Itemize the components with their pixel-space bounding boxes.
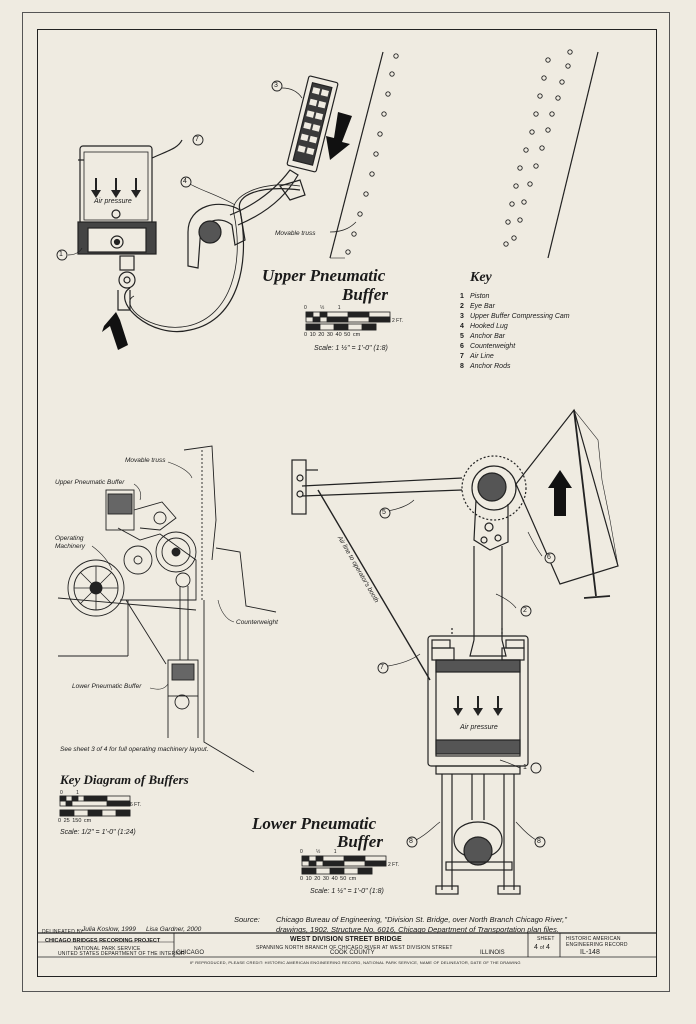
- source-line1: Chicago Bureau of Engineering, "Division…: [276, 915, 567, 924]
- callout-7-lower: 7: [380, 664, 384, 671]
- lower-scale-cm: 0 10 20 30 40 50 cm: [300, 876, 357, 882]
- upper-title-line2: Buffer: [342, 285, 388, 304]
- kd-scale-cm: 0 25 150 cm: [58, 818, 92, 824]
- lower-air-pressure-label: Air pressure: [460, 724, 498, 731]
- haer-label: HISTORIC AMERICAN ENGINEERING RECORD: [566, 936, 628, 948]
- lower-title-line2: Buffer: [337, 832, 383, 851]
- kd-upper-buffer-label: Upper Pneumatic Buffer: [55, 479, 125, 486]
- kd-scale-ft: 6 FT.: [130, 802, 142, 808]
- county: COOK COUNTY: [330, 950, 375, 956]
- upper-scale-tick-2: 1: [337, 305, 341, 311]
- callout-4: 4: [183, 178, 187, 185]
- upper-scale-cm: 0 10 20 30 40 50 cm: [304, 332, 361, 338]
- callout-6: 6: [547, 554, 551, 561]
- upper-scale-tick-0: 0: [304, 305, 307, 311]
- haer-number: IL-148: [580, 949, 600, 956]
- down-arrow-icon: [326, 112, 352, 160]
- kd-operating-machinery-label: Operating Machinery: [55, 535, 85, 550]
- key-scale-bar: [59, 795, 131, 817]
- key-title: Key: [470, 270, 492, 285]
- callout-3: 3: [274, 82, 278, 89]
- sheet-total: 4: [545, 944, 550, 951]
- kd-scale-tick-0: 0: [60, 790, 63, 796]
- delineated-by-label: DELINEATED BY:: [42, 929, 85, 935]
- kd-movable-truss-label: Movable truss: [125, 457, 166, 464]
- callout-8-left: 8: [409, 838, 413, 845]
- delineator-2: Lisa Gardner, 2000: [146, 926, 202, 933]
- kd-counterweight-label: Counterweight: [236, 619, 278, 626]
- callout-8-right: 8: [537, 838, 541, 845]
- kd-lower-buffer-label: Lower Pneumatic Buffer: [72, 683, 142, 690]
- upper-movable-truss-label: Movable truss: [275, 230, 316, 237]
- kd-scale-text: Scale: 1/2" = 1'-0" (1:24): [60, 829, 136, 836]
- callout-1-upper: 1: [59, 251, 63, 258]
- lower-scale-tick-0: 0: [300, 849, 303, 855]
- upper-scale-text: Scale: 1 ½" = 1'-0" (1:8): [314, 345, 388, 352]
- bridge-sub: SPANNING NORTH BRANCH OF CHICAGO RIVER A…: [256, 945, 453, 951]
- delineator-1: Julia Koslow, 1999: [82, 926, 136, 933]
- lower-scale-ticks: 0 ½ 1: [300, 849, 337, 855]
- upper-buffer-drawing: [67, 49, 599, 333]
- drawing-border: [37, 29, 657, 977]
- state: ILLINOIS: [480, 950, 505, 956]
- agency-2: UNITED STATES DEPARTMENT OF THE INTERIOR: [58, 951, 185, 957]
- sheet-of: of: [539, 945, 545, 951]
- callout-1-lower: 1: [523, 764, 527, 771]
- callout-2: 2: [523, 607, 527, 614]
- sheet-number: 4 of 4: [534, 944, 550, 951]
- kd-scale-tick-1: 1: [76, 790, 79, 796]
- key-diagram-title: Key Diagram of Buffers: [60, 772, 189, 787]
- upper-air-pressure-label: Air pressure: [94, 198, 132, 205]
- callout-5: 5: [382, 509, 386, 516]
- lower-scale-tick-2: 1: [333, 849, 337, 855]
- source-line2: drawings, 1902. Structure No. 6016, Chic…: [276, 925, 559, 934]
- lower-title-line1: Lower Pneumatic: [252, 814, 377, 833]
- lower-scale-ft: 2 FT.: [388, 862, 400, 868]
- up-arrow-icon: [548, 470, 572, 516]
- callout-7-upper: 7: [195, 136, 199, 143]
- sheet-label: SHEET: [537, 936, 555, 942]
- upper-scale-ticks: 0 ½ 1: [304, 305, 341, 311]
- lower-scale-text: Scale: 1 ½" = 1'-0" (1:8): [310, 888, 384, 895]
- agency-1: NATIONAL PARK SERVICE: [74, 946, 141, 952]
- reproduction-credit: IF REPRODUCED, PLEASE CREDIT: HISTORIC A…: [190, 960, 521, 965]
- sheet-num: 4: [534, 944, 538, 951]
- upper-scale-ft: 2 FT.: [392, 318, 404, 324]
- lower-buffer-drawing: [291, 408, 619, 895]
- kd-note: See sheet 3 of 4 for full operating mach…: [60, 746, 209, 753]
- lower-scale-tick-1: ½: [316, 849, 321, 855]
- city: CHICAGO: [176, 950, 205, 956]
- upper-scale-bar: [305, 311, 391, 331]
- up-arrow-icon: [102, 312, 128, 350]
- bridge-name: WEST DIVISION STREET BRIDGE: [290, 936, 402, 943]
- upper-scale-tick-1: ½: [320, 305, 325, 311]
- kd-scale-ticks: 0 1: [60, 790, 79, 796]
- outer-border: [22, 12, 670, 992]
- project-name: CHICAGO BRIDGES RECORDING PROJECT: [45, 938, 161, 944]
- key-diagram-drawing: [57, 445, 277, 773]
- source-label: Source:: [234, 915, 260, 924]
- upper-title-line1: Upper Pneumatic: [262, 266, 386, 285]
- lower-scale-bar: [301, 855, 387, 875]
